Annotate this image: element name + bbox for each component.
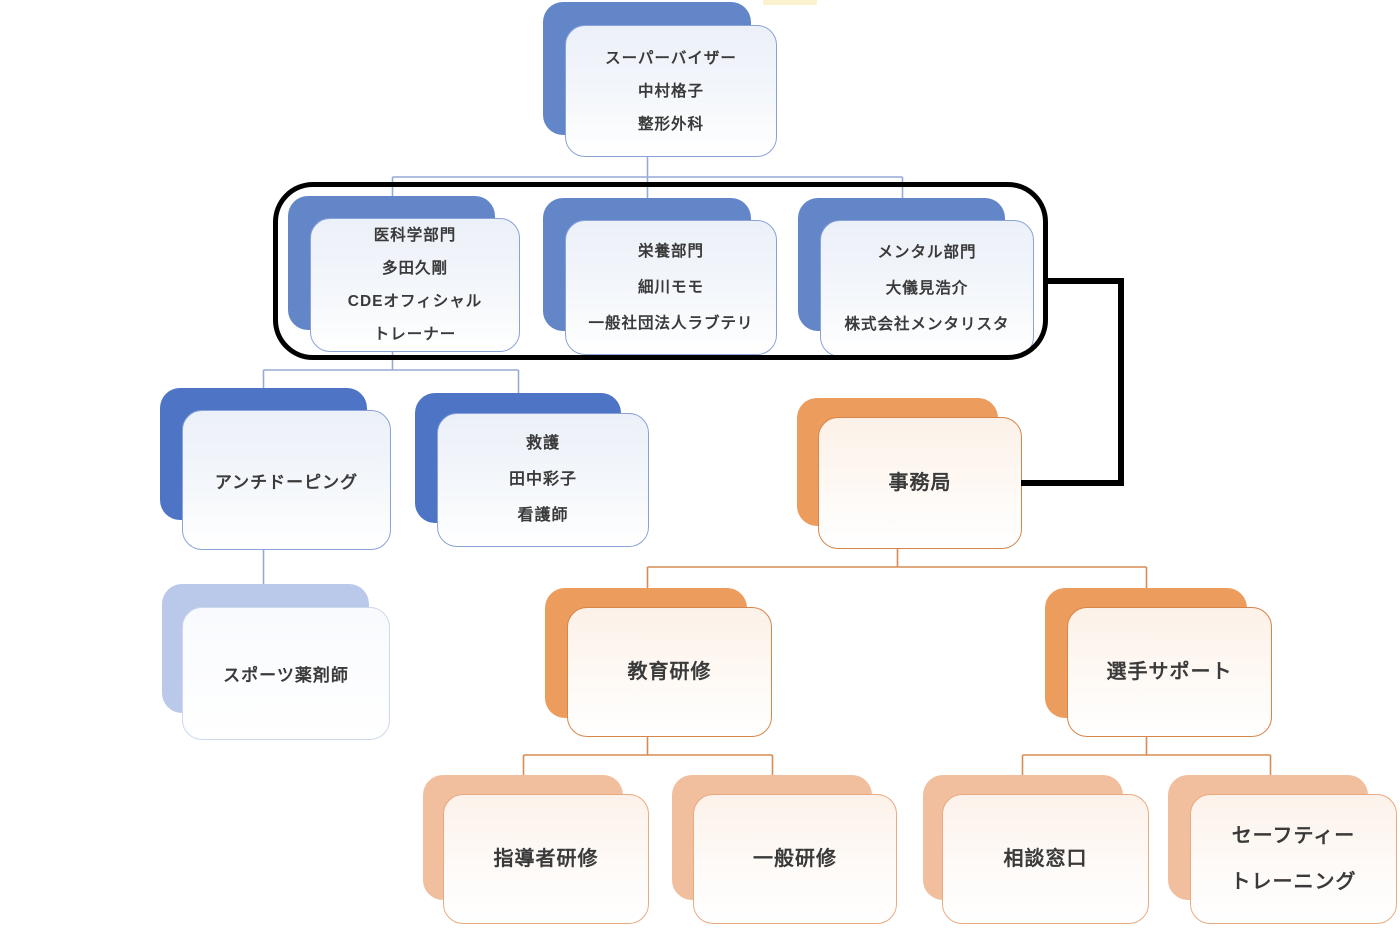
node-label-line: 指導者研修 xyxy=(493,848,599,870)
pharmacist-card[interactable]: スポーツ薬剤師 xyxy=(182,607,390,740)
node-label-line: 救護 xyxy=(525,435,560,452)
node-label-line: 教育研修 xyxy=(627,661,712,683)
node-label-line: 細川モモ xyxy=(637,278,704,296)
node-label-line: 栄養部門 xyxy=(637,242,704,260)
highlight-smudge xyxy=(763,0,817,5)
node-label-line: 大儀見浩介 xyxy=(885,279,969,297)
rescue-card[interactable]: 救護 田中彩子 看護師 xyxy=(437,413,649,547)
node-label-line: トレーニング xyxy=(1230,871,1357,893)
node-label-line: 事務局 xyxy=(888,472,952,494)
node-label-line: セーフティー xyxy=(1231,825,1356,847)
secretariat-card[interactable]: 事務局 xyxy=(818,417,1022,549)
node-label-line: 多田久剛 xyxy=(381,260,448,277)
node-label-line: 一般研修 xyxy=(753,848,837,870)
node-label-line: トレーナー xyxy=(373,326,457,343)
node-label-line: 中村格子 xyxy=(637,82,704,100)
supervisor-card[interactable]: スーパーバイザー 中村格子 整形外科 xyxy=(565,25,777,157)
node-label-line: スポーツ薬剤師 xyxy=(223,666,349,685)
node-label-line: 看護師 xyxy=(517,507,569,524)
node-label-line: CDEオフィシャル xyxy=(347,293,483,310)
general-training-card[interactable]: 一般研修 xyxy=(693,794,897,924)
node-label-line: 整形外科 xyxy=(637,115,704,133)
node-label-line: メンタル部門 xyxy=(877,243,977,261)
node-label-line: 一般社団法人ラブテリ xyxy=(588,314,754,332)
education-card[interactable]: 教育研修 xyxy=(567,607,772,737)
node-label-line: 相談窓口 xyxy=(1003,848,1088,870)
mental-card[interactable]: メンタル部門 大儀見浩介 株式会社メンタリスタ xyxy=(820,220,1034,357)
node-label-line: 医科学部門 xyxy=(373,227,457,244)
nutrition-card[interactable]: 栄養部門 細川モモ 一般社団法人ラブテリ xyxy=(565,220,777,355)
medical-card[interactable]: 医科学部門 多田久剛 CDEオフィシャル トレーナー xyxy=(310,218,520,352)
instructor-training-card[interactable]: 指導者研修 xyxy=(443,794,649,924)
athlete-support-card[interactable]: 選手サポート xyxy=(1067,607,1272,737)
consultation-card[interactable]: 相談窓口 xyxy=(942,794,1149,924)
node-label-line: 田中彩子 xyxy=(508,471,577,488)
node-label-line: スーパーバイザー xyxy=(605,49,737,67)
orange-connectors xyxy=(522,547,1272,775)
node-label-line: アンチドーピング xyxy=(214,472,359,492)
node-label-line: 株式会社メンタリスタ xyxy=(844,315,1010,333)
blue-connectors xyxy=(262,155,904,584)
antidoping-card[interactable]: アンチドーピング xyxy=(182,410,391,550)
node-label-line: 選手サポート xyxy=(1106,661,1233,683)
safety-training-card[interactable]: セーフティー トレーニング xyxy=(1190,794,1397,924)
